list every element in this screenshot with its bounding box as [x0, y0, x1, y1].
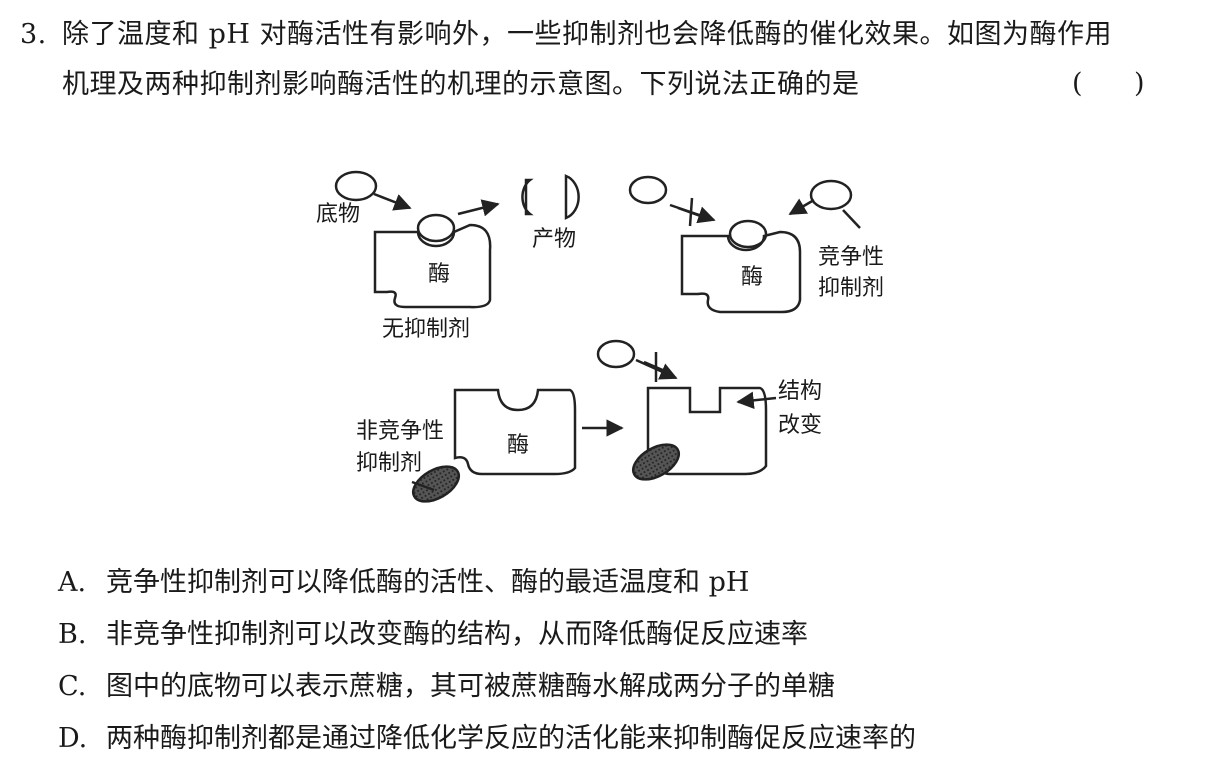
- label-structure-1: 结构: [778, 379, 822, 404]
- option-d[interactable]: D. 两种酶抑制剂都是通过降低化学反应的活化能来抑制酶促反应速率的: [58, 722, 916, 756]
- enzyme-noncompetitive-shape: [453, 388, 577, 476]
- label-no-inhibitor: 无抑制剂: [382, 317, 470, 342]
- question-text-1: 除了温度和 pH 对酶活性有影响外，一些抑制剂也会降低酶的催化效果。如图为酶作用: [62, 19, 1112, 50]
- block-x-2: [688, 197, 694, 227]
- question-line-2: 机理及两种抑制剂影响酶活性的机理的示意图。下列说法正确的是: [62, 68, 860, 102]
- noncompetitive-leader: [411, 480, 435, 492]
- inhibitor-label-leader: [842, 209, 861, 229]
- option-c-key: C.: [58, 671, 87, 702]
- question-number: 3.: [20, 19, 47, 50]
- option-a-text: 竞争性抑制剂可以降低酶的活性、酶的最适温度和 pH: [106, 567, 750, 598]
- option-a[interactable]: A. 竞争性抑制剂可以降低酶的活性、酶的最适温度和 pH: [58, 566, 749, 600]
- label-enzyme-2: 酶: [741, 265, 763, 290]
- arrow-to-product: [457, 199, 500, 217]
- label-competitive-2: 抑制剂: [818, 276, 884, 301]
- label-noncompetitive-1: 非竞争性: [356, 419, 444, 444]
- label-structure-2: 改变: [778, 413, 822, 438]
- option-d-text: 两种酶抑制剂都是通过降低化学反应的活化能来抑制酶促反应速率的: [106, 723, 916, 754]
- label-substrate: 底物: [316, 202, 360, 227]
- inhibitor-arrow: [788, 198, 815, 216]
- option-b[interactable]: B. 非竞争性抑制剂可以改变酶的结构，从而降低酶促反应速率: [58, 618, 808, 652]
- arrow-to-enzyme: [373, 192, 412, 211]
- option-b-text: 非竞争性抑制剂可以改变酶的结构，从而降低酶促反应速率: [106, 619, 808, 650]
- product-left-shape: [521, 178, 534, 216]
- answer-parentheses: ( ): [1072, 68, 1145, 99]
- enzyme-no-inhibitor-shape: [373, 223, 492, 309]
- enzyme-mechanism-diagram: 底物 产物 酶 无抑制剂 酶 竞争性 抑制剂 非竞争性 抑制剂 酶 结构 改变: [316, 170, 884, 503]
- bound-noncompetitive-inhibitor-shape: [631, 443, 681, 481]
- label-enzyme-3: 酶: [507, 433, 529, 458]
- option-c[interactable]: C. 图中的底物可以表示蔗糖，其可被蔗糖酶水解成两分子的单糖: [58, 670, 835, 704]
- competitive-inhibitor-shape: [809, 179, 853, 211]
- bound-substrate-shape: [416, 213, 456, 243]
- label-enzyme-1: 酶: [428, 262, 450, 287]
- label-product: 产物: [532, 227, 576, 252]
- structure-change-arrow: [736, 391, 777, 410]
- bound-competitive-inhibitor-shape: [728, 219, 768, 249]
- option-b-key: B.: [58, 619, 87, 650]
- enzyme-competitive-shape: [680, 230, 802, 314]
- blocked-substrate-2-shape: [596, 339, 636, 369]
- option-c-text: 图中的底物可以表示蔗糖，其可被蔗糖酶水解成两分子的单糖: [106, 671, 835, 702]
- product-right-shape: [564, 174, 580, 220]
- substrate-shape: [334, 170, 378, 202]
- option-a-key: A.: [58, 567, 87, 598]
- label-competitive-1: 竞争性: [818, 245, 884, 270]
- option-d-key: D.: [58, 723, 88, 754]
- label-noncompetitive-2: 抑制剂: [356, 451, 422, 476]
- question-line-1: 3. 除了温度和 pH 对酶活性有影响外，一些抑制剂也会降低酶的催化效果。如图为酶…: [20, 18, 1112, 52]
- noncompetitive-inhibitor-shape: [411, 465, 461, 503]
- question-text-2: 机理及两种抑制剂影响酶活性的机理的示意图。下列说法正确的是: [62, 69, 860, 100]
- block-x-3: [643, 360, 673, 376]
- blocked-substrate-shape: [628, 175, 668, 205]
